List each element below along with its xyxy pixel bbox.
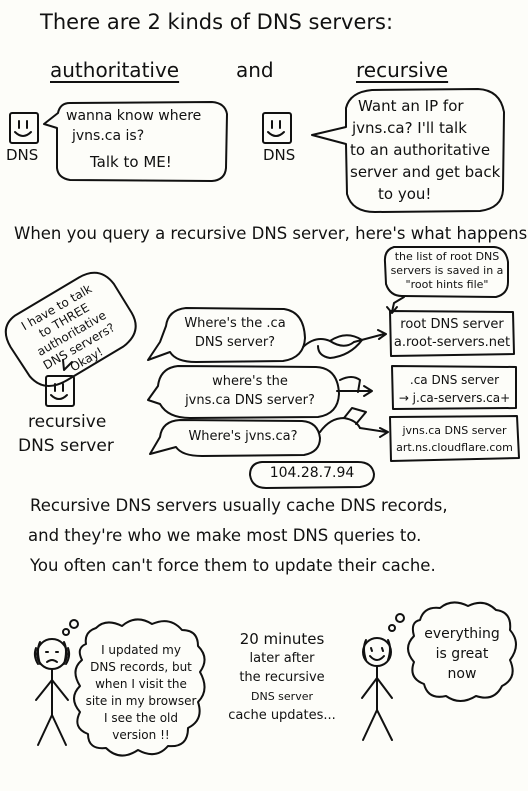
recursive-dns-server-label-line-2: DNS server [18, 436, 114, 456]
question-3: Where's jvns.ca? [188, 429, 298, 444]
root-hints-arrow [391, 296, 405, 313]
person-worried-line-2: DNS records, but [90, 660, 192, 674]
page-title: There are 2 kinds of DNS servers: [40, 10, 394, 34]
question-bubble-3 [149, 419, 321, 457]
person-worried-line-5: I see the old [104, 711, 178, 725]
authoritative-server-smiley-icon [9, 112, 39, 144]
person-happy-figure [361, 637, 393, 741]
root-hints-line-2: servers is saved in a [390, 264, 504, 277]
person-happy-speech-bubble [407, 601, 517, 702]
recursive-speech-line-2: jvns.ca? I'll talk [352, 119, 467, 137]
jvns-server-name: jvns.ca DNS server [402, 424, 507, 437]
person-worried-figure [33, 638, 71, 746]
recursive-dns-server-smiley-icon [45, 375, 75, 407]
authoritative-speech-line-3: Talk to ME! [90, 153, 172, 171]
recursive-speech-line-4: server and get back [350, 163, 501, 181]
root-hints-line-3: "root hints file" [405, 278, 489, 291]
person-worried-speech: I updated my DNS records, but when I vis… [80, 642, 202, 744]
person-worried-speech-bubble [73, 618, 206, 757]
narration-line-1: 20 minutes [239, 630, 325, 648]
jvns-server-host: art.ns.cloudflare.com [396, 441, 513, 454]
recursive-dns-server-label-line-1: recursive [28, 412, 107, 432]
recursive-server-smiley-icon [262, 112, 292, 144]
authoritative-server-label: DNS [6, 146, 39, 164]
recursive-speech-bubble [311, 88, 505, 213]
root-server-box: root DNS server a.root-servers.net [391, 316, 513, 352]
question-bubble-1 [147, 307, 306, 363]
cache-line-1: Recursive DNS servers usually cache DNS … [30, 496, 448, 515]
person-happy-line-2: is great [435, 646, 489, 662]
answer-ip-bubble [249, 461, 375, 489]
person-worried-line-1: I updated my [101, 643, 181, 657]
root-hints-note: the list of root DNS servers is saved in… [386, 250, 508, 292]
recursive-speech-line-3: to an authoritative [350, 141, 491, 159]
narration-line-5: cache updates... [228, 708, 336, 723]
three-servers-bubble [4, 271, 137, 387]
ca-query-arrow [336, 376, 373, 397]
narration-line-3: the recursive [239, 670, 325, 685]
root-hints-line-1: the list of root DNS [394, 250, 500, 263]
and-word: and [236, 58, 274, 82]
root-server-name: root DNS server [400, 317, 504, 332]
recursive-heading: recursive [356, 58, 449, 82]
ca-server-box: .ca DNS server → j.ca-servers.ca+ [393, 371, 516, 407]
recursive-server-label: DNS [263, 146, 296, 164]
authoritative-speech-bubble [43, 101, 228, 182]
narration-line-4: DNS server [251, 690, 313, 703]
question-1-line-2: DNS server? [194, 335, 276, 350]
root-hints-bubble [383, 246, 509, 298]
query-section-heading: When you query a recursive DNS server, h… [14, 224, 528, 243]
authoritative-speech-line-2: jvns.ca is? [72, 128, 145, 144]
jvns-query-arrow [319, 407, 389, 438]
ca-server-host: → j.ca-servers.ca+ [398, 391, 511, 405]
ca-server-name: .ca DNS server [409, 373, 500, 387]
person-happy-line-3: now [447, 666, 477, 682]
person-happy-speech: everything is great now [414, 624, 510, 684]
question-bubble-2 [147, 365, 340, 419]
jvns-server-box: jvns.ca DNS server art.ns.cloudflare.com [391, 422, 518, 456]
ca-server-box-outline [391, 365, 517, 410]
root-server-box-outline [389, 310, 515, 357]
narration: 20 minutes later after the recursive DNS… [222, 630, 342, 725]
cache-line-3: You often can't force them to update the… [30, 556, 436, 575]
question-1-line-1: Where's the .ca [184, 316, 286, 331]
question-2-line-1: where's the [212, 374, 288, 389]
question-2: where's the jvns.ca DNS server? [162, 372, 338, 410]
recursive-speech-line-1: Want an IP for [358, 97, 464, 115]
question-2-line-2: jvns.ca DNS server? [185, 393, 315, 408]
jvns-server-box-outline [389, 415, 520, 462]
root-server-host: a.root-servers.net [393, 335, 511, 350]
recursive-speech-line-5: to you! [378, 185, 432, 203]
person-worried-line-3: when I visit the [95, 677, 187, 691]
person-worried-line-4: site in my browser [85, 694, 197, 708]
authoritative-heading: authoritative [50, 58, 180, 82]
cache-line-2: and they're who we make most DNS queries… [28, 526, 422, 545]
root-query-arrow [302, 329, 387, 359]
question-1: Where's the .ca DNS server? [170, 314, 300, 352]
person-happy-line-1: everything [424, 626, 500, 642]
person-worried-line-6: version !! [112, 728, 170, 742]
narration-line-2: later after [249, 651, 315, 666]
answer-ip: 104.28.7.94 [269, 465, 355, 481]
authoritative-speech-line-1: wanna know where [66, 108, 202, 124]
